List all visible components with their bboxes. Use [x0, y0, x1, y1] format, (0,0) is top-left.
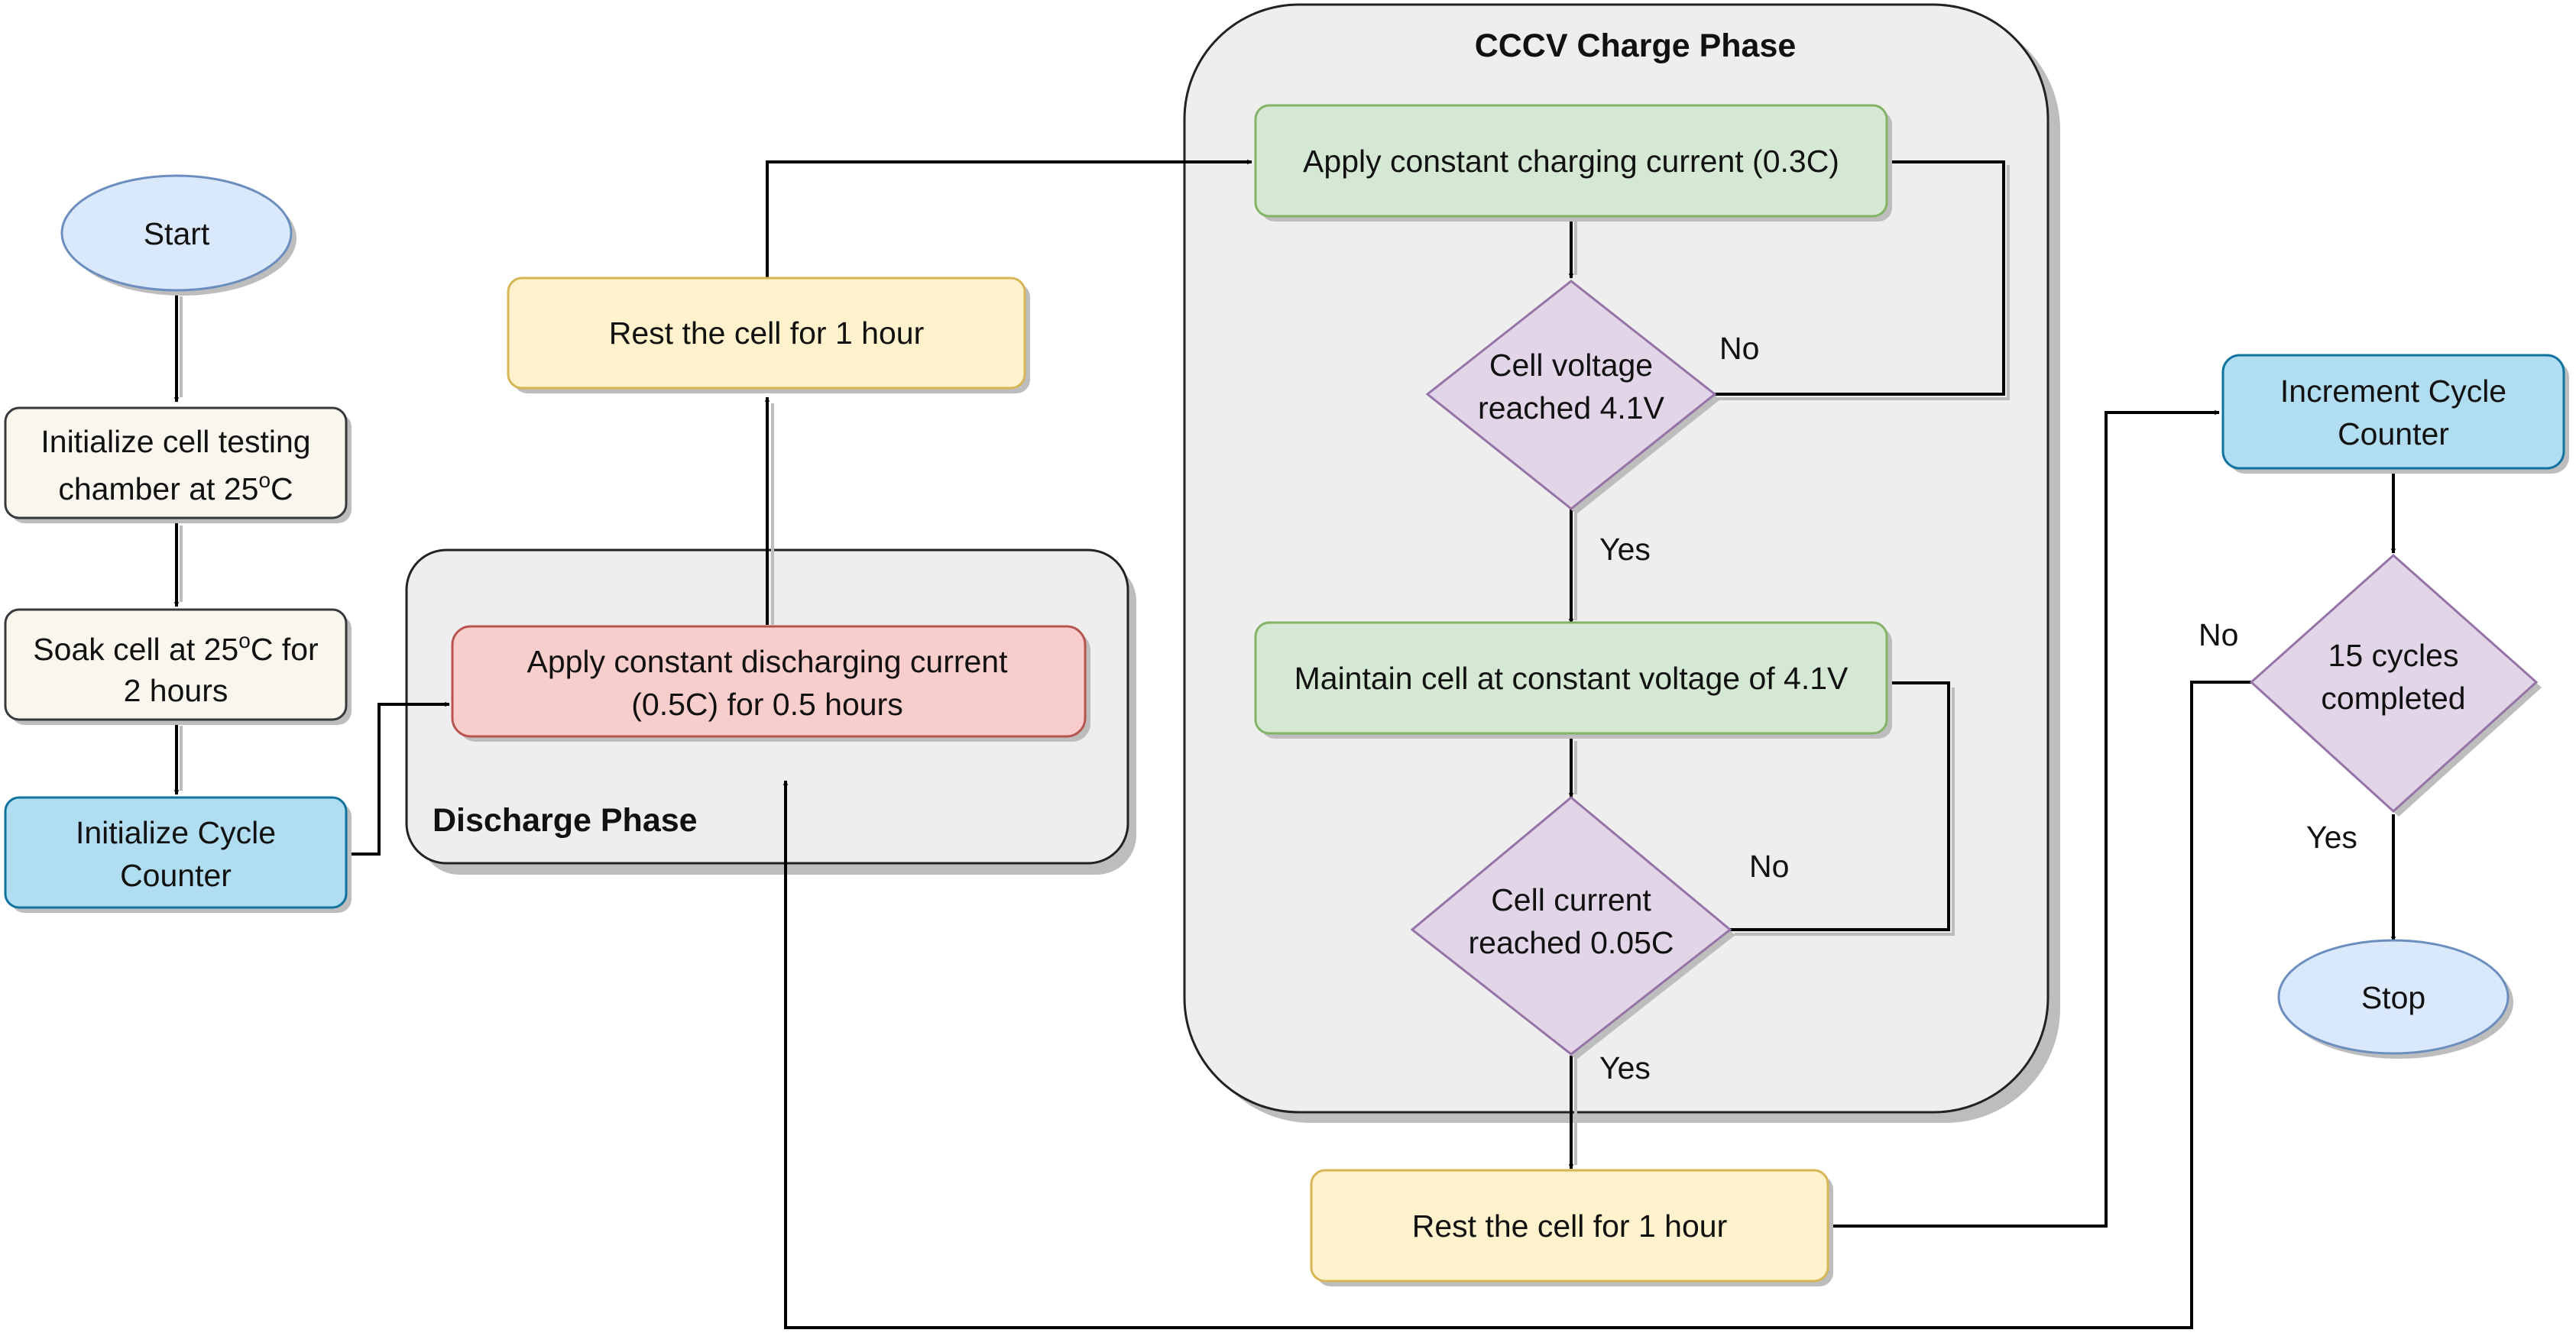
cccv-charge-phase-container: [1183, 3, 2049, 1114]
cycles-no-label: No: [2199, 617, 2238, 652]
decision-voltage-node: Cell voltage reached 4.1V: [1425, 280, 1720, 514]
decision-current-node: Cell current reached 0.05C: [1410, 796, 1735, 1060]
voltage-yes-label: Yes: [1599, 532, 1651, 567]
edge-cycles-no-to-discharge: [783, 681, 2251, 1329]
charge-cv-node: Maintain cell at constant voltage of 4.1…: [1254, 621, 1892, 739]
soak-line1: Soak cell at 25oC for: [33, 629, 318, 667]
increment-line1: Increment Cycle: [2280, 374, 2506, 409]
discharge-phase-title: Discharge Phase: [433, 802, 698, 839]
charge-cc-box: [1254, 104, 1888, 218]
decision-cycles-line1: 15 cycles: [2328, 638, 2459, 673]
init-counter-box: [4, 796, 348, 909]
discharge-node: Apply constant discharging current (0.5C…: [451, 625, 1090, 742]
decision-cycles-line2: completed: [2321, 681, 2465, 716]
discharge-line1: Apply constant discharging current: [527, 644, 1008, 679]
edge-init-counter-to-discharge: [350, 701, 450, 856]
rest2-node: Rest the cell for 1 hour: [1310, 1169, 1833, 1286]
init-counter-line1: Initialize Cycle: [76, 815, 276, 850]
current-yes-label: Yes: [1599, 1050, 1651, 1085]
diamond-shape-icon: [1410, 796, 1732, 1056]
decision-current-line2: reached 0.05C: [1469, 925, 1674, 960]
increment-box: [2221, 354, 2565, 470]
increment-line2: Counter: [2338, 416, 2449, 451]
decision-cycles-node: 15 cycles completed: [2249, 553, 2542, 817]
edge-current-no-loop: [1730, 680, 1950, 931]
discharge-box: [451, 625, 1087, 738]
decision-voltage-line2: reached 4.1V: [1478, 390, 1665, 425]
init-counter-line2: Counter: [120, 858, 232, 893]
stop-label: Stop: [2361, 980, 2425, 1015]
decision-voltage-line1: Cell voltage: [1489, 348, 1653, 383]
init-counter-node: Initialize Cycle Counter: [4, 796, 352, 913]
diamond-shape-icon: [2249, 553, 2539, 814]
start-node: Start: [60, 174, 296, 296]
init-chamber-line2: chamber at 25oC: [58, 468, 293, 506]
diamond-shape-icon: [1425, 280, 1717, 510]
charge-cc-label: Apply constant charging current (0.3C): [1303, 144, 1839, 179]
soak-node: Soak cell at 25oC for 2 hours: [4, 608, 352, 725]
cycles-yes-label: Yes: [2306, 820, 2357, 855]
decision-current-line1: Cell current: [1491, 882, 1651, 917]
edge-voltage-no-loop: [1713, 159, 2005, 396]
current-no-label: No: [1749, 849, 1789, 884]
edges: [173, 159, 2396, 1329]
charge-cv-label: Maintain cell at constant voltage of 4.1…: [1294, 661, 1849, 696]
init-chamber-node: Initialize cell testing chamber at 25oC: [4, 406, 352, 523]
rest1-box: [507, 277, 1026, 390]
charge-cv-box: [1254, 621, 1888, 735]
start-label: Start: [144, 216, 210, 251]
cccv-charge-phase-group: CCCV Charge Phase: [1183, 3, 2060, 1123]
init-chamber-box: [4, 406, 348, 519]
init-chamber-line1: Initialize cell testing: [41, 424, 310, 459]
edge-labels: No Yes No Yes No Yes: [1599, 331, 2357, 1085]
ellipse-shape-icon: [2277, 939, 2510, 1055]
cccv-charge-phase-title: CCCV Charge Phase: [1475, 28, 1797, 64]
stop-node: Stop: [2277, 939, 2513, 1059]
discharge-line2: (0.5C) for 0.5 hours: [631, 687, 903, 722]
rest1-node: Rest the cell for 1 hour: [507, 277, 1030, 393]
soak-box: [4, 608, 348, 721]
soak-line2: 2 hours: [124, 673, 228, 708]
ellipse-shape-icon: [60, 174, 293, 292]
edge-rest2-to-increment: [1831, 409, 2220, 1228]
increment-node: Increment Cycle Counter: [2221, 354, 2569, 474]
voltage-no-label: No: [1719, 331, 1759, 366]
rest2-label: Rest the cell for 1 hour: [1412, 1208, 1727, 1244]
rest1-label: Rest the cell for 1 hour: [609, 315, 924, 351]
charge-cc-node: Apply constant charging current (0.3C): [1254, 104, 1892, 222]
edge-rest1-to-charge-cc: [766, 159, 1252, 278]
rest2-box: [1310, 1169, 1829, 1283]
